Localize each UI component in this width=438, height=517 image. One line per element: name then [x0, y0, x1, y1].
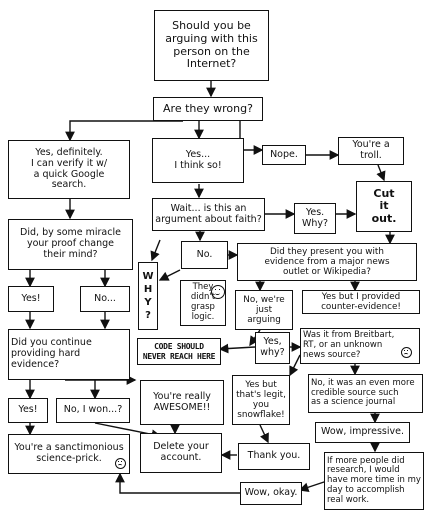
- node-are-they-wrong-text: Are they wrong?: [163, 101, 253, 115]
- node-wow-okay-text: Wow, okay.: [244, 487, 298, 499]
- node-thank-you-text: Thank you.: [247, 450, 301, 462]
- smiley-face-icon: [211, 285, 225, 299]
- node-did-they-present-text: Did they present you with evidence from …: [264, 246, 390, 278]
- connector: [65, 120, 183, 142]
- node-no-left: No...: [80, 286, 130, 312]
- node-yes-i-think-so-text: Yes... I think so!: [174, 148, 222, 171]
- node-no-were-just-arguing-text: No, we're just arguing: [243, 294, 285, 326]
- node-yes-why-top: Yes. Why?: [294, 203, 336, 234]
- node-no-faith-text: No.: [196, 248, 213, 260]
- connector: [115, 472, 240, 494]
- node-they-didnt-grasp-text: They didn't grasp logic.: [190, 282, 216, 322]
- node-wow-okay: Wow, okay.: [240, 482, 302, 505]
- connector: [259, 424, 269, 444]
- node-did-you-continue: Did you continue providing hard evidence…: [8, 329, 130, 380]
- frown-face-icon-2: [115, 458, 126, 469]
- node-should-argue-text: Should you be arguing with this person o…: [165, 19, 258, 71]
- node-no-more-credible: No, it was an even more credible source …: [308, 374, 423, 413]
- connector: [150, 239, 161, 262]
- node-why-vertical-text: W H Y ?: [142, 271, 154, 321]
- node-yes-definitely: Yes, definitely. I can verify it w/ a qu…: [8, 140, 130, 199]
- node-yes-why-mid-text: Yes, why?: [260, 336, 285, 358]
- node-code-should-never-reach-text: CODE SHOULD NEVER REACH HERE: [142, 342, 216, 361]
- node-no-i-won: No, I won...?: [56, 398, 130, 423]
- node-cut-it-out-text: Cut it out.: [371, 186, 397, 225]
- node-delete-account: Delete your account.: [140, 433, 222, 473]
- connector: [218, 343, 256, 354]
- node-delete-account-text: Delete your account.: [153, 441, 209, 463]
- node-did-proof-change-text: Did, by some miracle your proof change t…: [20, 227, 121, 260]
- node-was-it-breitbart-text: Was it from Breitbart, RT, or an unknown…: [303, 330, 395, 360]
- connector: [158, 269, 181, 281]
- node-yes-why-mid: Yes, why?: [255, 332, 290, 364]
- node-if-more-people: If more people did research, I would hav…: [324, 452, 424, 510]
- node-yes-left: Yes!: [8, 286, 54, 312]
- node-yes-why-top-text: Yes. Why?: [301, 206, 329, 229]
- node-youre-a-troll-text: You're a troll.: [352, 139, 390, 161]
- node-yes-definitely-text: Yes, definitely. I can verify it w/ a qu…: [30, 146, 108, 191]
- node-wow-impressive: Wow, impressive.: [315, 422, 410, 443]
- node-nope: Nope.: [262, 145, 306, 165]
- node-yes-but-counter: Yes but I provided counter-evidence!: [302, 290, 420, 314]
- node-youre-really-awesome-text: You're really AWESOME!!: [153, 390, 211, 413]
- node-no-faith: No.: [181, 241, 228, 269]
- node-code-should-never-reach: CODE SHOULD NEVER REACH HERE: [137, 338, 221, 365]
- node-did-proof-change: Did, by some miracle your proof change t…: [8, 219, 133, 270]
- node-argument-about-faith: Wait... is this an argument about faith?: [152, 198, 265, 231]
- node-yes-i-think-so: Yes... I think so!: [152, 138, 244, 183]
- node-yes-but-legit: Yes but that's legit, you snowflake!: [232, 375, 290, 425]
- node-no-left-text: No...: [94, 292, 116, 304]
- node-was-it-breitbart: Was it from Breitbart, RT, or an unknown…: [300, 328, 420, 364]
- node-yes-left2-text: Yes!: [18, 404, 38, 416]
- connector: [289, 354, 301, 377]
- node-youre-really-awesome: You're really AWESOME!!: [140, 380, 224, 425]
- node-are-they-wrong: Are they wrong?: [153, 97, 263, 121]
- node-wow-impressive-text: Wow, impressive.: [321, 426, 404, 438]
- node-cut-it-out: Cut it out.: [356, 181, 412, 232]
- node-nope-text: Nope.: [270, 148, 298, 160]
- node-yes-left2: Yes!: [8, 398, 48, 423]
- node-if-more-people-text: If more people did research, I would hav…: [327, 455, 421, 505]
- node-did-they-present: Did they present you with evidence from …: [237, 243, 417, 281]
- node-yes-but-legit-text: Yes but that's legit, you snowflake!: [236, 379, 286, 421]
- node-should-argue: Should you be arguing with this person o…: [154, 10, 269, 81]
- node-thank-you: Thank you.: [238, 443, 310, 470]
- node-did-you-continue-text: Did you continue providing hard evidence…: [11, 337, 92, 370]
- frown-face-icon: [401, 347, 412, 358]
- node-why-vertical: W H Y ?: [138, 262, 158, 330]
- node-no-i-won-text: No, I won...?: [63, 404, 123, 416]
- connector: [376, 164, 386, 182]
- node-argument-about-faith-text: Wait... is this an argument about faith?: [155, 202, 262, 225]
- node-no-were-just-arguing: No, we're just arguing: [235, 290, 293, 330]
- node-yes-left-text: Yes!: [21, 292, 41, 304]
- node-youre-a-sanctimonious: You're a sanctimonious science-prick.: [8, 434, 130, 474]
- node-youre-a-troll: You're a troll.: [338, 137, 404, 165]
- node-yes-but-counter-text: Yes but I provided counter-evidence!: [321, 291, 401, 312]
- node-no-more-credible-text: No, it was an even more credible source …: [311, 377, 415, 408]
- node-youre-a-sanctimonious-text: You're a sanctimonious science-prick.: [14, 442, 124, 464]
- node-they-didnt-grasp: They didn't grasp logic.: [180, 280, 226, 326]
